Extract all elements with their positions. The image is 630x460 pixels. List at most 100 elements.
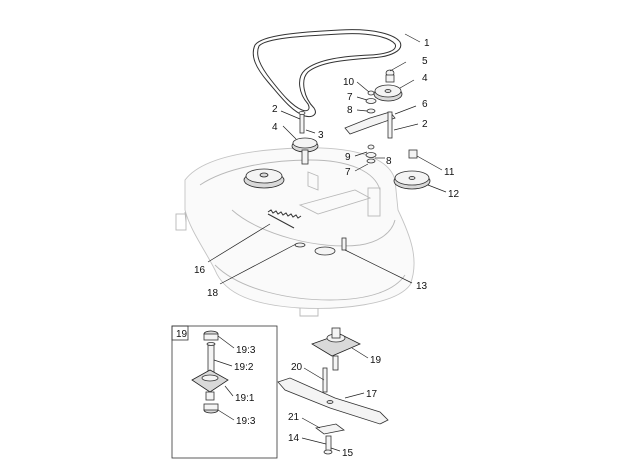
- washer-7-top: [365, 98, 377, 104]
- leader-21: [301, 417, 321, 429]
- bushing-8-top: [366, 108, 376, 114]
- deck-body: [184, 147, 415, 309]
- deck-skirt: [214, 264, 406, 301]
- bolt-2-left: [299, 112, 305, 134]
- deck-bracket-left: [175, 213, 187, 231]
- callout-19-2: 19:2: [234, 362, 254, 373]
- leader-20: [303, 367, 325, 381]
- belt-outer: [252, 29, 402, 117]
- spindle-19-cap: [331, 327, 341, 339]
- flat-idler: [393, 149, 431, 190]
- callout-16: 16: [194, 265, 206, 276]
- callout-17: 17: [366, 389, 378, 400]
- leader-19-2: [213, 359, 233, 367]
- leader-2b: [393, 123, 419, 131]
- callout-6: 6: [422, 99, 428, 110]
- bolt-15-head: [323, 449, 333, 455]
- leader-16: [207, 223, 271, 263]
- leader-17: [344, 392, 365, 399]
- leader-14: [301, 437, 327, 445]
- spring-coil-2: [267, 213, 295, 229]
- leader-5: [389, 61, 407, 72]
- spring-coil: [267, 209, 302, 219]
- callout-18: 18: [207, 288, 219, 299]
- spring-16: [267, 209, 302, 229]
- inset-spindle-breakdown: 19: [171, 325, 278, 459]
- washer-7-lower: [365, 152, 377, 158]
- bolt-5-shank: [385, 74, 395, 83]
- idler-pulley-assembly-right: [344, 69, 403, 164]
- leader-7a: [356, 96, 368, 101]
- nut-11: [408, 149, 418, 159]
- deck-spindle-13: [294, 237, 347, 256]
- bolt-2-right: [387, 111, 393, 139]
- leader-9: [354, 151, 368, 157]
- spacer-10: [367, 90, 375, 96]
- callout-7: 7: [345, 167, 351, 178]
- leader-13: [344, 249, 413, 284]
- spindle-19-shaft: [332, 355, 339, 371]
- callout-19-1: 19:1: [235, 393, 255, 404]
- deck-rim: [231, 209, 396, 247]
- leader-15: [330, 447, 341, 452]
- leader-19-1: [224, 385, 234, 397]
- idler-hub: [408, 176, 416, 180]
- shaft-20: [322, 367, 328, 393]
- spindle-housing-19-1-neck: [205, 391, 215, 401]
- callout-19-3: 19:3: [236, 345, 256, 356]
- blade-center-hole: [326, 400, 334, 404]
- deck-notch: [307, 171, 319, 191]
- inset-label: 19: [176, 329, 188, 340]
- pulley-hub: [384, 89, 392, 93]
- leader-3: [305, 129, 316, 134]
- spindle-assembly-19: [311, 327, 361, 371]
- bolt-2-head: [298, 111, 306, 115]
- callout-10: 10: [343, 77, 355, 88]
- callout-13: 13: [416, 281, 428, 292]
- idler-arm-6: [344, 111, 396, 135]
- leader-lines: [207, 33, 447, 452]
- deck-bracket-right: [367, 187, 381, 217]
- spindle-housing-19-1-top: [201, 374, 219, 382]
- callout-20: 20: [291, 362, 303, 373]
- leader-2a: [280, 110, 301, 120]
- pulley-4-left-top: [292, 137, 318, 149]
- spindle-shaft-19-2: [207, 343, 215, 375]
- inset-label-box: [171, 325, 189, 341]
- mower-deck: [175, 147, 415, 317]
- leader-18: [219, 243, 297, 285]
- pulley-shaft: [301, 149, 309, 165]
- leader-19-3a: [217, 335, 235, 349]
- callout-21: 21: [288, 412, 300, 423]
- callout-2: 2: [272, 104, 278, 115]
- spindle-shaft-19-2-top: [206, 342, 216, 346]
- callout-7: 7: [347, 92, 353, 103]
- callout-2: 2: [422, 119, 428, 130]
- leader-4b: [282, 125, 297, 140]
- bushing-8-lower: [367, 144, 375, 150]
- callout-19-3: 19:3: [236, 416, 256, 427]
- callout-14: 14: [288, 433, 300, 444]
- callout-1: 1: [424, 38, 430, 49]
- leader-10: [356, 81, 370, 93]
- leader-1: [404, 33, 421, 43]
- callout-19: 19: [370, 355, 382, 366]
- callout-9: 9: [345, 152, 351, 163]
- inset-frame: [171, 325, 278, 459]
- deck-spindle-pulley: [243, 168, 285, 189]
- leader-6: [394, 105, 417, 115]
- spindle-13-base: [314, 246, 336, 256]
- deck-inner-edge: [199, 159, 381, 191]
- spacer-9: [366, 158, 376, 164]
- washer-21: [315, 423, 345, 435]
- spindle-hub: [259, 172, 269, 178]
- leader-4a: [399, 79, 415, 89]
- bearing-19-3-top-body: [203, 333, 219, 341]
- drive-belt: [252, 29, 402, 117]
- leader-19-3b: [217, 409, 235, 421]
- bearing-19-3-bottom-body: [203, 403, 219, 411]
- leader-12: [427, 184, 447, 193]
- idler-arm-plate: [298, 189, 372, 215]
